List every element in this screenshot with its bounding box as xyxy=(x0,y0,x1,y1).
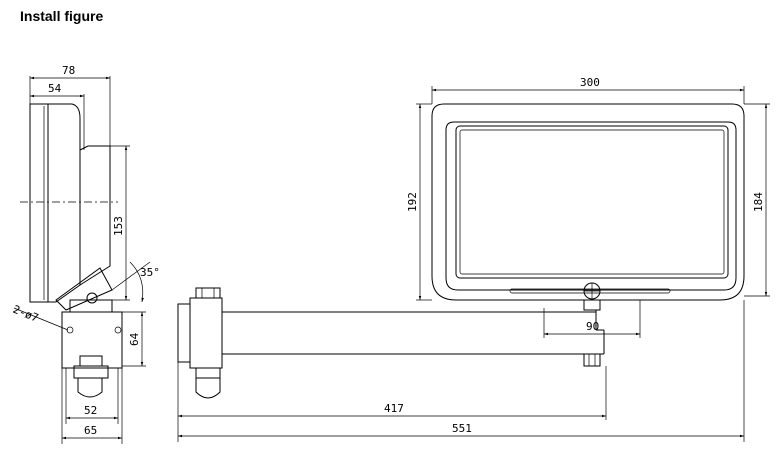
dim-184: 184 xyxy=(744,103,770,297)
dim-78-label: 78 xyxy=(62,64,75,77)
dim-153: 153 xyxy=(110,145,130,301)
dim-551-label: 551 xyxy=(452,422,472,435)
dim-90-label: 90 xyxy=(586,320,599,333)
front-view xyxy=(177,103,745,399)
dim-153-label: 153 xyxy=(112,216,125,236)
dim-35-label: 35° xyxy=(140,266,160,279)
dim-52-label: 52 xyxy=(84,404,97,417)
dim-192-label: 192 xyxy=(406,192,419,212)
dim-52: 52 xyxy=(65,368,119,424)
dim-35-angle: 35° xyxy=(111,261,160,303)
dim-2-phi7: 2-ø7 xyxy=(11,303,69,331)
dim-192: 192 xyxy=(406,103,432,301)
dim-54: 54 xyxy=(30,82,85,150)
dim-90: 90 xyxy=(543,300,641,338)
side-view xyxy=(20,103,123,398)
dim-65-label: 65 xyxy=(84,424,97,437)
dim-184-label: 184 xyxy=(752,192,765,212)
dim-78: 78 xyxy=(29,64,111,146)
dim-300: 300 xyxy=(431,76,745,104)
dim-64-label: 64 xyxy=(128,332,141,346)
dim-417-label: 417 xyxy=(384,402,404,415)
dim-54-label: 54 xyxy=(48,82,62,95)
dim-417: 417 xyxy=(177,362,607,420)
dim-65: 65 xyxy=(61,368,123,444)
dim-551: 551 xyxy=(177,300,745,442)
dim-300-label: 300 xyxy=(580,76,600,89)
figure-title: Install figure xyxy=(20,8,104,24)
dim-2phi7-label: 2-ø7 xyxy=(11,303,40,325)
dim-64: 64 xyxy=(122,311,146,367)
